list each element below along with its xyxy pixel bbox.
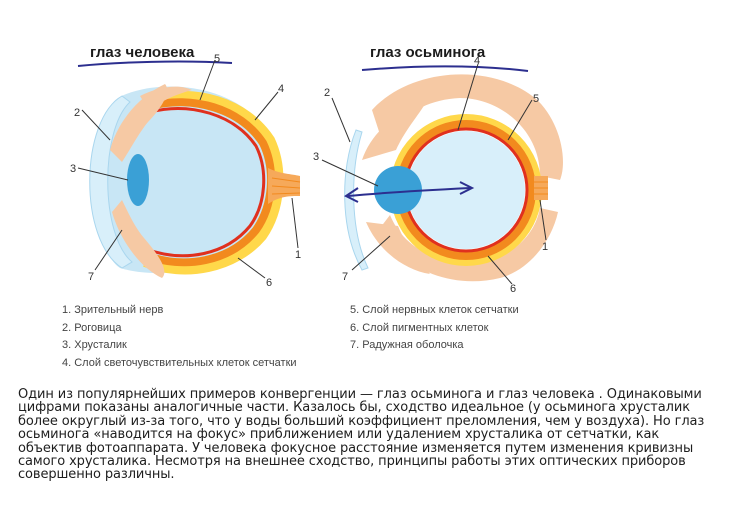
- human-cornea: [89, 95, 133, 269]
- octopus-skin-top: [372, 74, 563, 180]
- octopus-title-underline: [361, 65, 529, 72]
- human-iris-lower: [112, 200, 165, 278]
- human-label-3: 3: [70, 163, 76, 175]
- legend-item: 6. Слой пигментных клеток: [350, 321, 489, 334]
- human-eye: 2 3 7 5 4 1 6: [70, 53, 301, 289]
- human-optic-nerve: [268, 168, 300, 204]
- legend-item: 3. Хрусталик: [62, 339, 127, 351]
- octopus-eye-title: глаз осьминога: [370, 44, 486, 61]
- octopus-label-5: 5: [533, 93, 539, 105]
- focus-arrow: [347, 187, 471, 197]
- octopus-eye: 2 3 7 4 5 1 6: [313, 55, 563, 295]
- legend-left: 1. Зрительный нерв 2. Роговица 3. Хруста…: [62, 302, 297, 372]
- human-label-6: 6: [266, 277, 272, 289]
- eye-comparison-diagram: 2 3 7 5 4 1 6: [70, 53, 563, 295]
- legend-item: 1. Зрительный нерв: [62, 304, 164, 316]
- human-label-1: 1: [295, 249, 301, 261]
- octopus-iris-upper: [362, 104, 425, 160]
- human-lens: [127, 154, 149, 206]
- octopus-label-2: 2: [324, 87, 330, 99]
- human-layer-4: [145, 107, 266, 258]
- legend-item: 2. Роговица: [62, 321, 122, 334]
- octopus-label-1: 1: [542, 241, 548, 253]
- human-label-5: 5: [214, 53, 220, 65]
- legend-item: 4. Слой светочувствительных клеток сетча…: [62, 356, 297, 369]
- octopus-label-3: 3: [313, 151, 319, 163]
- human-label-2: 2: [74, 107, 80, 119]
- human-sclera: [95, 86, 276, 274]
- octopus-label-7: 7: [342, 271, 348, 283]
- octopus-iris-lower: [366, 222, 430, 274]
- legend-item: 5. Слой нервных клеток сетчатки: [350, 304, 519, 316]
- human-eye-title: глаз человека: [90, 44, 195, 61]
- octopus-skin-bottom: [380, 208, 558, 282]
- octopus-label-6: 6: [510, 283, 516, 295]
- legend-item: 7. Радужная оболочка: [350, 339, 464, 351]
- octopus-lens: [374, 166, 422, 214]
- legend-right: 5. Слой нервных клеток сетчатки 6. Слой …: [350, 302, 519, 355]
- human-label-7: 7: [88, 271, 94, 283]
- octopus-cornea: [344, 129, 369, 271]
- human-label-4: 4: [278, 83, 284, 95]
- caption-text: Один из популярнейших примеров конверген…: [18, 387, 705, 483]
- human-iris-top-fold: [140, 86, 192, 112]
- octopus-label-4: 4: [474, 55, 480, 67]
- human-title-underline: [77, 60, 233, 67]
